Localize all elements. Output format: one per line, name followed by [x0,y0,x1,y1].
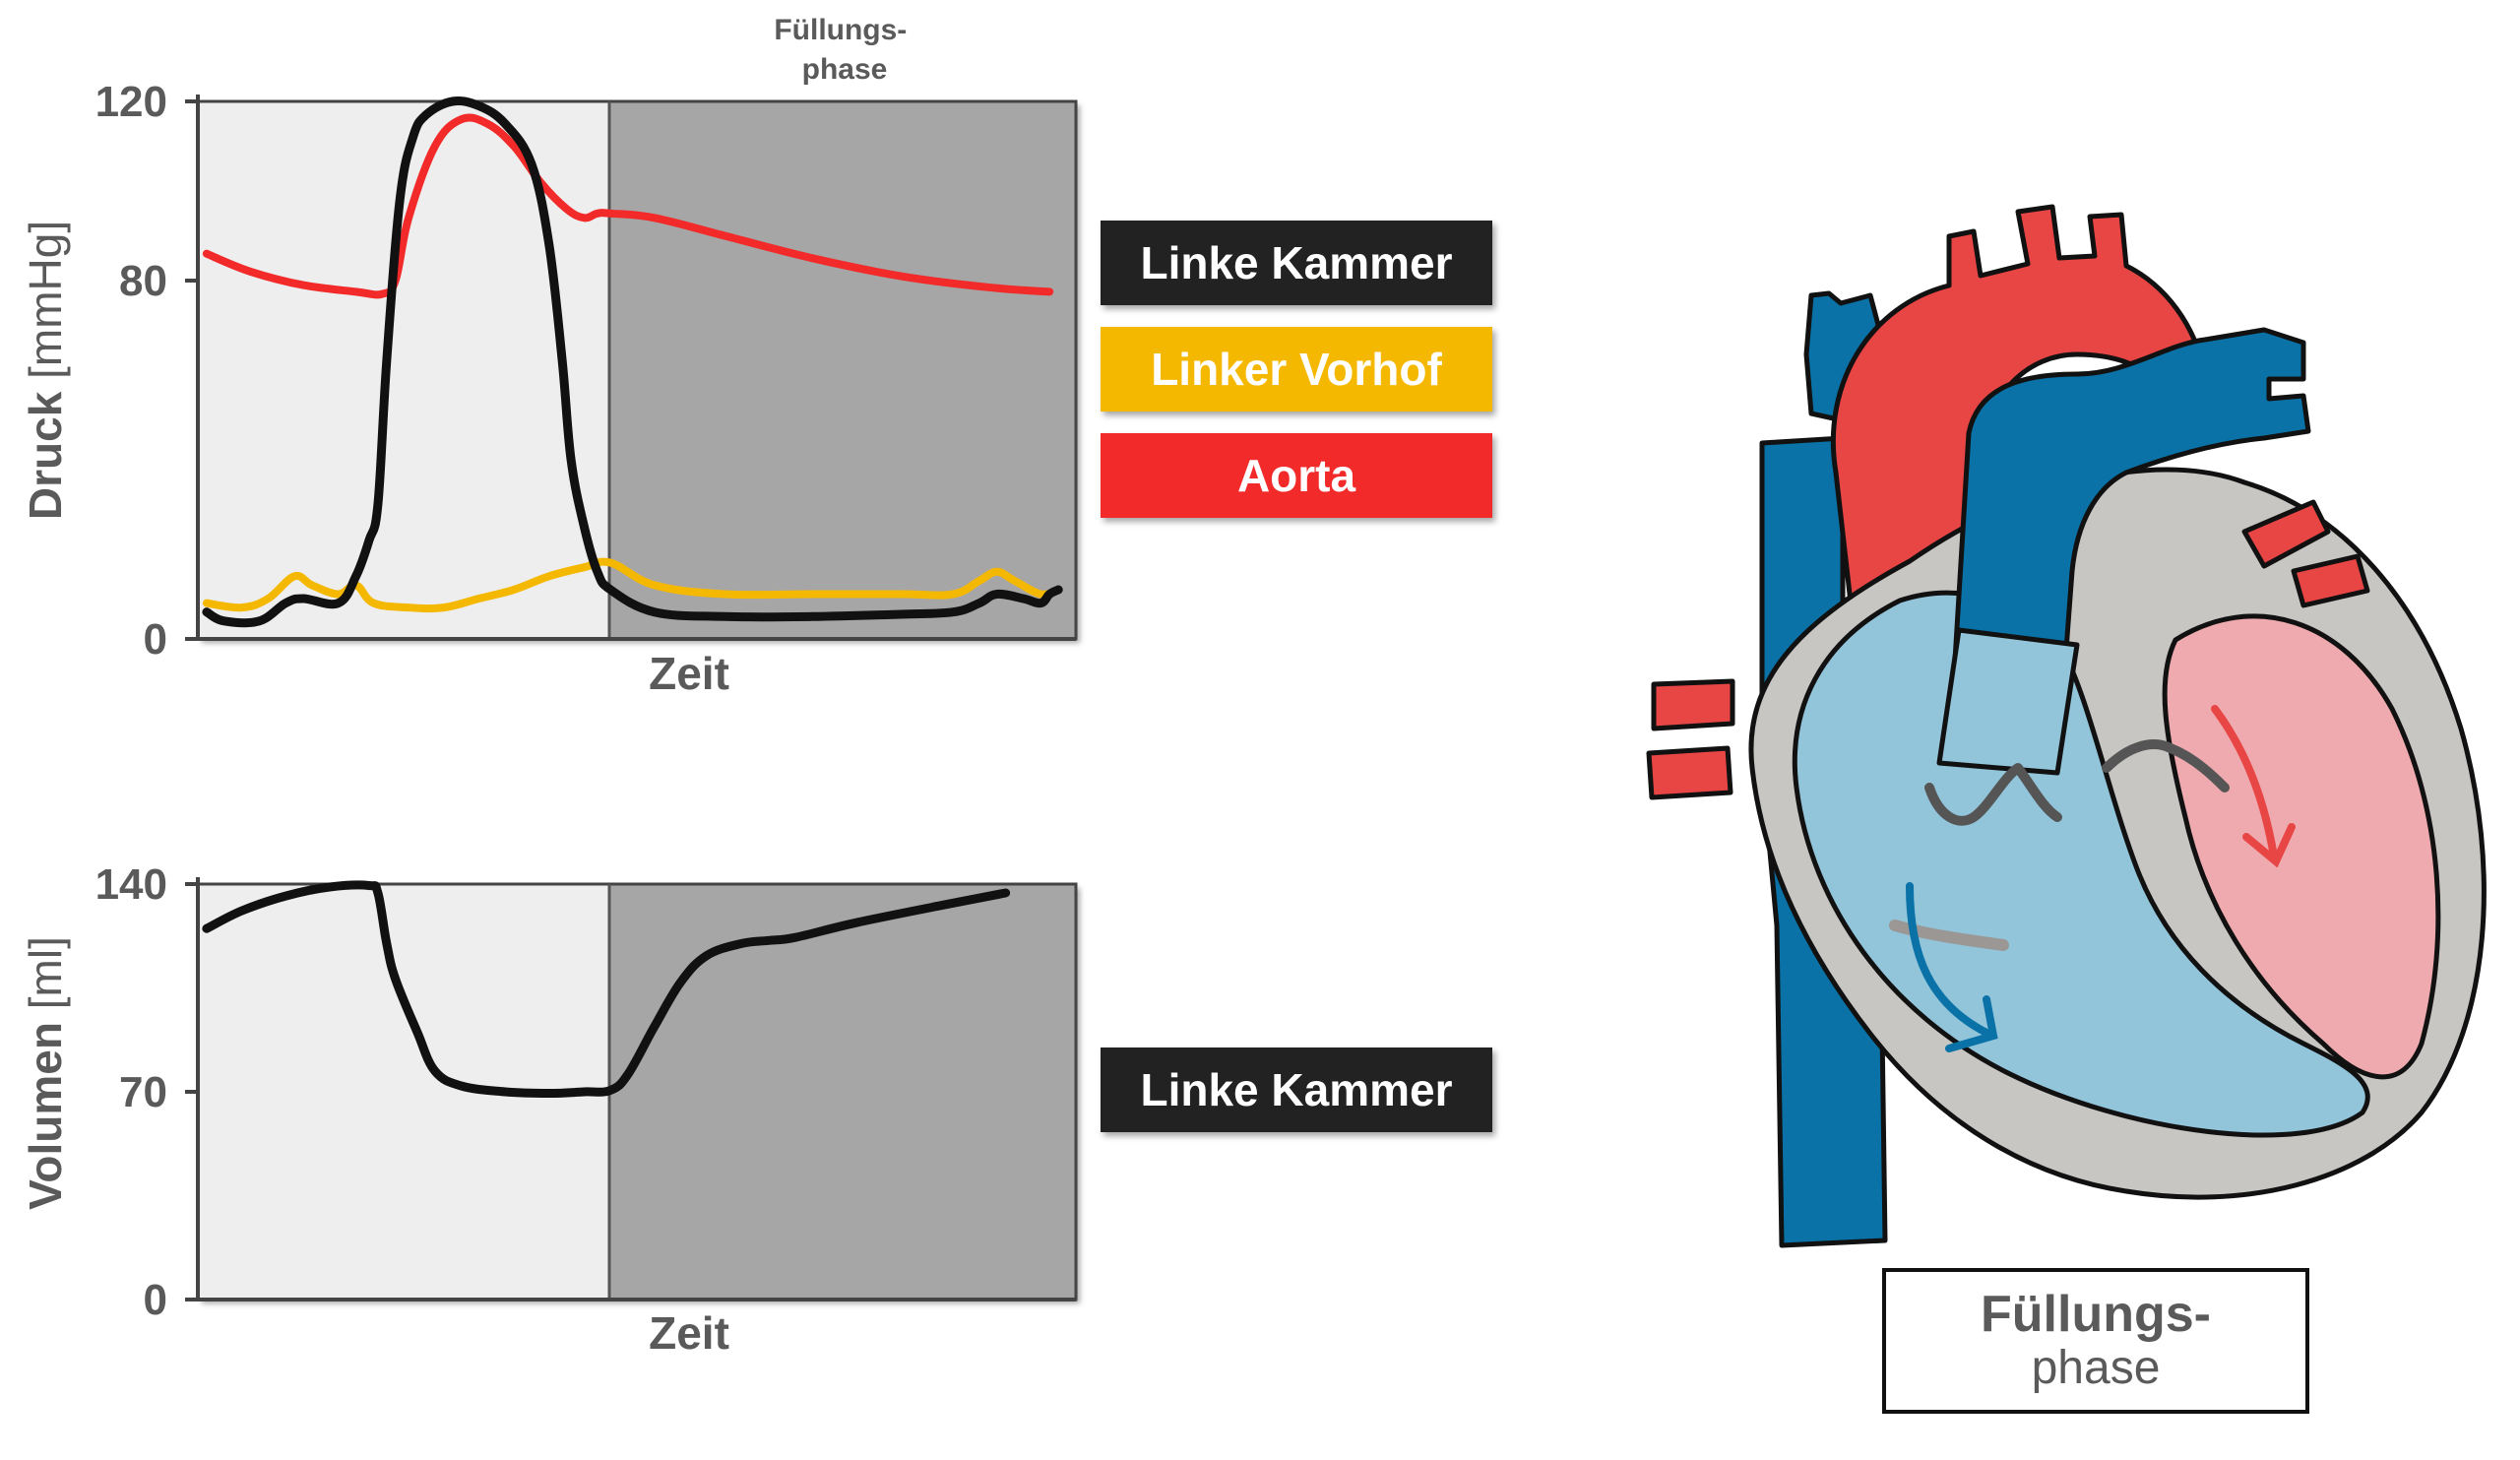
volume-chart: 0 70 140 Zeit Volumen [ml] [20,860,1078,1359]
pressure-y-label-unit: [mmHg] [20,221,71,379]
pressure-ytick-label-0: 0 [144,615,167,664]
right-ventricle [1792,590,2370,1138]
legend-pressure-aorta: Aorta [1101,433,1492,518]
volume-series-linke-kammer [202,880,1011,1098]
top-phase-label-line2: phase [802,53,888,86]
pulmonary-vein-upper [2241,499,2331,569]
pulmonary-vein-left-lower [1646,745,1733,800]
pulmonary-vein-left-upper [1651,678,1735,731]
volume-filling-phase-region [609,884,1076,1300]
pressure-series-linke-kammer [202,95,1063,628]
pressure-series-linker-vorhof [202,557,1063,613]
pulmonary-vein-lower [2291,553,2370,608]
pulmonary-valve [1936,627,2080,776]
volume-ytick-label-140: 140 [95,860,167,909]
legend-volume-left-ventricle: Linke Kammer [1101,1047,1492,1132]
pressure-y-label: Druck [mmHg] [20,221,71,520]
volume-plot-frame [198,884,1076,1300]
volume-y-label: Volumen [ml] [20,936,71,1210]
mitral-valve-leaflets [2102,739,2230,793]
right-flow-arrowhead [1945,995,1998,1052]
phase-caption-box: Füllungs- phase [1882,1268,2309,1414]
chordae-right [1889,920,2009,951]
phase-caption-line2: phase [2031,1342,2161,1395]
left-flow-arrowhead [2242,823,2296,868]
pressure-ytick-label-120: 120 [95,78,167,126]
volume-ytick-label-70: 70 [119,1068,167,1116]
tricuspid-valve-leaflets [1924,763,2062,826]
volume-ytick-label-0: 0 [144,1276,167,1324]
volume-y-label-name: Volumen [20,1022,71,1210]
pressure-filling-phase-region [609,101,1076,639]
pressure-plot-frame [198,101,1076,639]
flow-arrows [1906,705,2296,1052]
volume-series [202,880,1011,1098]
volume-x-label: Zeit [649,1307,729,1359]
top-phase-label: Füllungs- phase [774,14,914,86]
volume-y-label-unit: [ml] [20,936,71,1009]
pressure-chart: 0 80 120 Zeit Druck [mmHg] [20,78,1078,699]
pressure-ytick-label-80: 80 [119,257,167,305]
pressure-y-label-name: Druck [20,391,71,520]
pressure-y-ticks: 0 80 120 [95,78,198,664]
pressure-series [202,95,1063,628]
right-flow-arrow [1906,882,1992,1038]
pressure-x-label: Zeit [649,648,729,699]
phase-caption-line1: Füllungs- [1981,1286,2211,1343]
heart-illustration [1646,204,2487,1248]
legend-pressure-left-atrium: Linker Vorhof [1101,327,1492,412]
volume-y-ticks: 0 70 140 [95,860,198,1324]
top-phase-label-line1: Füllungs- [774,14,907,46]
left-flow-arrow [2211,705,2278,860]
legend-pressure-left-ventricle: Linke Kammer [1101,221,1492,305]
